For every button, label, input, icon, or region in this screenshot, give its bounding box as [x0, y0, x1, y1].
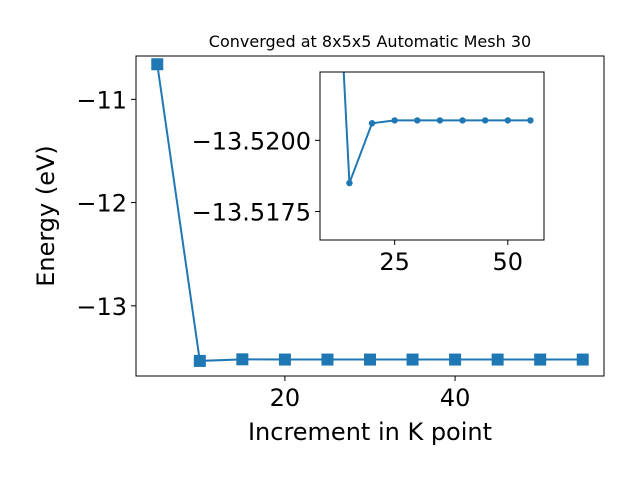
inset-data-point — [346, 179, 353, 187]
inset-panel: 25 50 −13.5200 −13.5175 — [192, 71, 545, 276]
main-data-point — [534, 353, 547, 366]
inset-data-point — [504, 117, 511, 124]
inset-data-point — [391, 117, 398, 124]
main-x-tick-label: 20 — [270, 384, 301, 412]
main-data-point — [364, 353, 376, 366]
inset-data-point — [481, 117, 489, 124]
main-data-point — [193, 354, 206, 367]
inset-data-point — [368, 120, 376, 127]
inset-data-point — [459, 117, 466, 124]
inset-x-tick-label: 25 — [379, 248, 410, 276]
inset-x-tick-label: 50 — [493, 248, 524, 276]
inset-series-line — [342, 72, 531, 184]
main-data-point — [576, 353, 589, 366]
main-y-tick-label: −11 — [76, 86, 127, 114]
main-x-tick-label: 40 — [440, 384, 471, 412]
main-data-point — [278, 353, 291, 366]
inset-series-0 — [342, 72, 534, 187]
main-data-point — [449, 353, 462, 366]
inset-data-point — [527, 117, 534, 124]
main-data-point — [151, 58, 164, 71]
main-data-point — [491, 353, 504, 366]
inset-y-tick-label: −13.5175 — [192, 199, 311, 227]
inset-y-tick-label: −13.5200 — [192, 127, 311, 155]
inset-data-point — [436, 117, 444, 124]
main-y-tick-label: −13 — [76, 293, 127, 321]
main-x-axis-label: Increment in K point — [248, 418, 492, 446]
inset-data-point — [414, 117, 421, 124]
main-y-axis-label: Energy (eV) — [32, 145, 60, 287]
main-y-tick-label: −12 — [76, 190, 127, 218]
main-frame — [135, 55, 605, 377]
main-data-point — [406, 353, 419, 366]
inset-frame — [319, 71, 545, 241]
main-series-0 — [151, 58, 589, 367]
main-data-point — [236, 353, 249, 366]
inset-plot-area — [320, 72, 544, 240]
main-chart-title: Converged at 8x5x5 Automatic Mesh 30 — [209, 32, 531, 51]
main-data-point — [321, 353, 334, 366]
